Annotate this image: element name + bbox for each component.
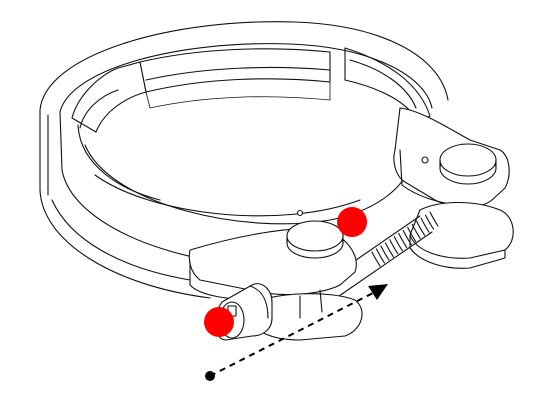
lower-screw-point-marker [204,307,234,337]
screw-thread [393,236,403,252]
right-bracket [393,107,514,269]
screw-thread [375,248,386,264]
clamp-band [39,21,449,299]
band-cutout-left [71,61,147,133]
screw-thread [420,217,430,233]
upper-screw-point-marker [337,207,367,237]
band-cutout-right [344,47,431,123]
screw-thread [402,229,412,246]
front-bracket [188,209,363,341]
screw-thread [389,239,399,255]
screw-thread [384,242,394,258]
screw-thread [411,223,421,239]
arrow-origin-dot [205,371,215,381]
direction-arrow [205,284,388,381]
screw-thread [416,220,426,236]
screw-thread [371,251,381,267]
screw-thread [398,232,408,249]
band-cutout-middle [139,48,331,109]
screw-thread [424,214,435,230]
screw-thread [380,245,390,261]
screw-thread [407,226,417,242]
screw-thread [429,211,439,227]
